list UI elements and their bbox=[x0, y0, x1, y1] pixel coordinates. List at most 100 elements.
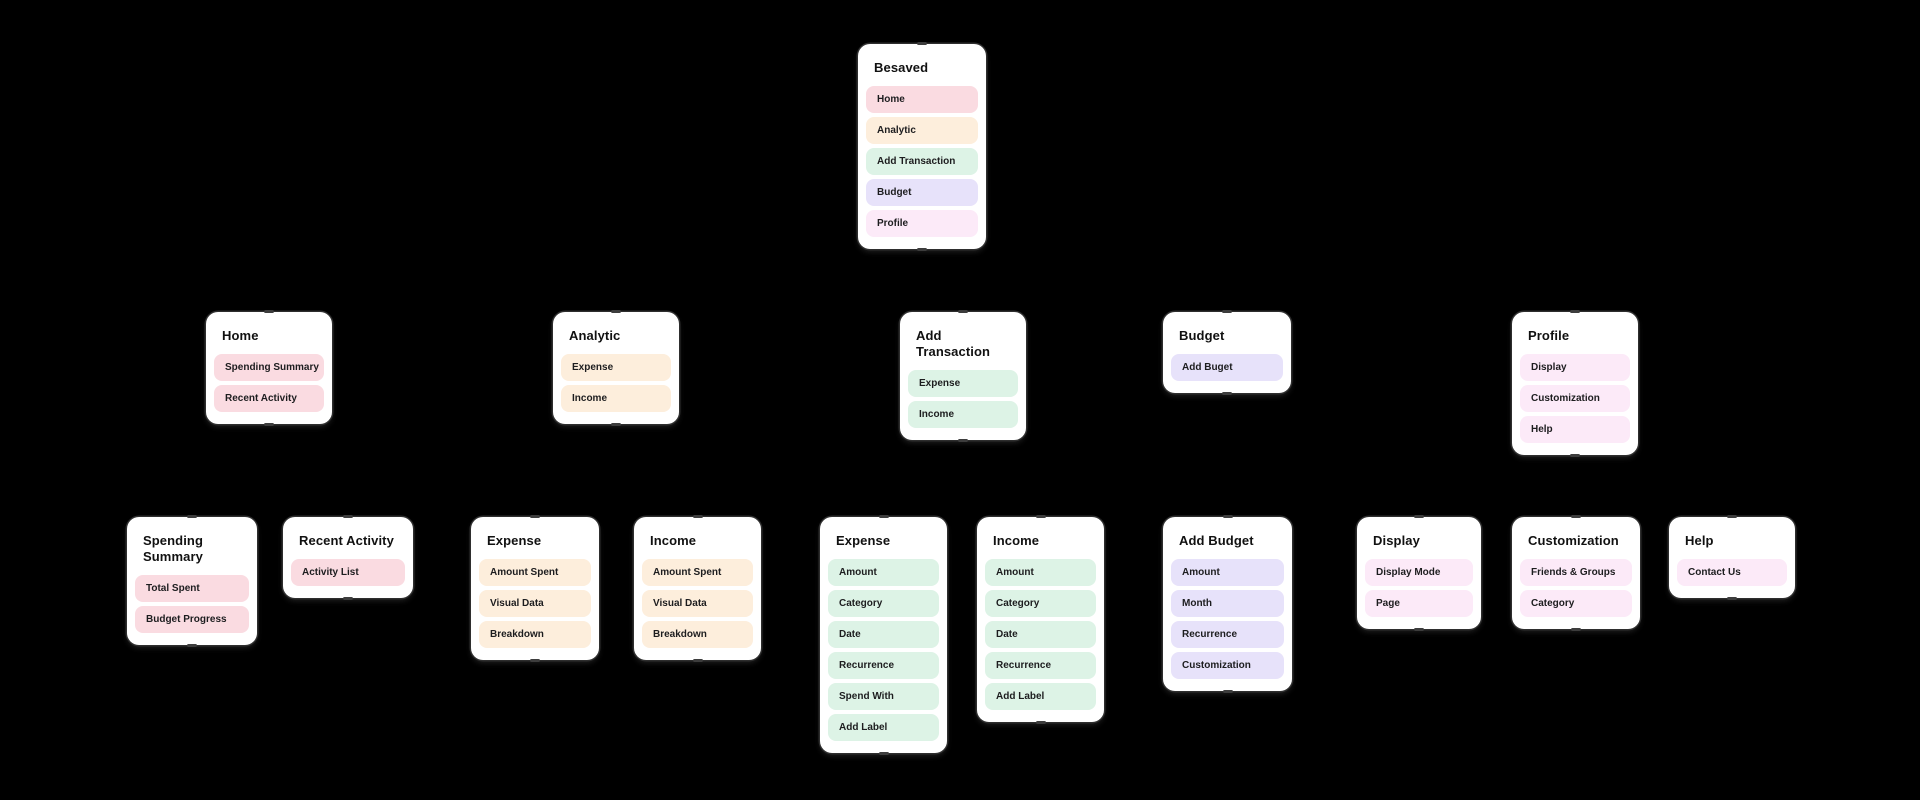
node-item[interactable]: Spending Summary bbox=[214, 354, 324, 381]
node-item[interactable]: Activity List bbox=[291, 559, 405, 586]
connection-handle-top[interactable] bbox=[958, 310, 968, 313]
node-item[interactable]: Date bbox=[828, 621, 939, 648]
node-title: Profile bbox=[1528, 328, 1570, 343]
node-item[interactable]: Month bbox=[1171, 590, 1284, 617]
node-item[interactable]: Page bbox=[1365, 590, 1473, 617]
node-item[interactable]: Customization bbox=[1171, 652, 1284, 679]
connection-handle-top[interactable] bbox=[530, 515, 540, 518]
node-title: Spending Summary bbox=[143, 533, 204, 564]
node-item[interactable]: Display bbox=[1520, 354, 1630, 381]
node-item[interactable]: Budget Progress bbox=[135, 606, 249, 633]
node-item[interactable]: Recurrence bbox=[828, 652, 939, 679]
connection-handle-top[interactable] bbox=[611, 310, 621, 313]
node-title: Expense bbox=[487, 533, 542, 548]
node-title: Add Transaction bbox=[916, 328, 991, 359]
node-item[interactable]: Category bbox=[828, 590, 939, 617]
node-item[interactable]: Amount Spent bbox=[642, 559, 753, 586]
connection-handle-bottom[interactable] bbox=[611, 423, 621, 426]
connection-handle-bottom[interactable] bbox=[1414, 628, 1424, 631]
connection-handle-top[interactable] bbox=[1414, 515, 1424, 518]
node-item[interactable]: Amount Spent bbox=[479, 559, 591, 586]
node-item[interactable]: Analytic bbox=[866, 117, 978, 144]
node-item[interactable]: Expense bbox=[561, 354, 671, 381]
connection-handle-top[interactable] bbox=[1571, 515, 1581, 518]
node-item[interactable]: Amount bbox=[828, 559, 939, 586]
node-title: Recent Activity bbox=[299, 533, 394, 548]
node-item[interactable]: Add Transaction bbox=[866, 148, 978, 175]
connection-handle-top[interactable] bbox=[1727, 515, 1737, 518]
node-item[interactable]: Visual Data bbox=[479, 590, 591, 617]
connection-handle-top[interactable] bbox=[1222, 515, 1233, 518]
node-item[interactable]: Category bbox=[985, 590, 1096, 617]
connection-handle-bottom[interactable] bbox=[1571, 628, 1581, 631]
node-title: Income bbox=[650, 533, 697, 548]
node-item[interactable]: Visual Data bbox=[642, 590, 753, 617]
connection-handle-bottom[interactable] bbox=[530, 659, 540, 662]
connection-handle-top[interactable] bbox=[343, 515, 353, 518]
connection-handle-top[interactable] bbox=[1222, 310, 1232, 313]
connection-handle-bottom[interactable] bbox=[958, 439, 968, 442]
node-item[interactable]: Category bbox=[1520, 590, 1632, 617]
node-item[interactable]: Income bbox=[908, 401, 1018, 428]
connection-handle-bottom[interactable] bbox=[264, 423, 274, 426]
connection-handle-top[interactable] bbox=[692, 515, 703, 518]
node-item[interactable]: Breakdown bbox=[479, 621, 591, 648]
node-item[interactable]: Budget bbox=[866, 179, 978, 206]
node-item[interactable]: Amount bbox=[985, 559, 1096, 586]
connection-handle-bottom[interactable] bbox=[343, 597, 353, 600]
node-item[interactable]: Recurrence bbox=[985, 652, 1096, 679]
connection-handle-bottom[interactable] bbox=[1222, 392, 1232, 395]
node-title: Display bbox=[1373, 533, 1420, 548]
node-item[interactable]: Spend With bbox=[828, 683, 939, 710]
connection-handle-bottom[interactable] bbox=[1727, 597, 1737, 600]
node-item[interactable]: Income bbox=[561, 385, 671, 412]
connection-handle-top[interactable] bbox=[187, 515, 197, 518]
connection-handle-bottom[interactable] bbox=[1035, 721, 1046, 724]
connection-handle-top[interactable] bbox=[1570, 310, 1580, 313]
connection-handle-bottom[interactable] bbox=[1570, 454, 1580, 457]
node-item[interactable]: Recurrence bbox=[1171, 621, 1284, 648]
connection-handle-bottom[interactable] bbox=[692, 659, 703, 662]
node-item[interactable]: Home bbox=[866, 86, 978, 113]
node-item[interactable]: Profile bbox=[866, 210, 978, 237]
connection-handle-bottom[interactable] bbox=[917, 248, 927, 251]
node-item[interactable]: Add Label bbox=[985, 683, 1096, 710]
node-item[interactable]: Add Buget bbox=[1171, 354, 1283, 381]
node-item[interactable]: Amount bbox=[1171, 559, 1284, 586]
connection-handle-bottom[interactable] bbox=[187, 644, 197, 647]
node-item[interactable]: Customization bbox=[1520, 385, 1630, 412]
connection-handle-top[interactable] bbox=[264, 310, 274, 313]
node-item[interactable]: Total Spent bbox=[135, 575, 249, 602]
node-item[interactable]: Breakdown bbox=[642, 621, 753, 648]
node-item[interactable]: Add Label bbox=[828, 714, 939, 741]
connection-handle-bottom[interactable] bbox=[1222, 690, 1233, 693]
node-item[interactable]: Friends & Groups bbox=[1520, 559, 1632, 586]
node-item[interactable]: Expense bbox=[908, 370, 1018, 397]
connection-handle-top[interactable] bbox=[1035, 515, 1046, 518]
connection-handle-top[interactable] bbox=[917, 42, 927, 45]
connection-handle-bottom[interactable] bbox=[878, 752, 889, 755]
node-item[interactable]: Contact Us bbox=[1677, 559, 1787, 586]
node-item[interactable]: Recent Activity bbox=[214, 385, 324, 412]
node-item[interactable]: Date bbox=[985, 621, 1096, 648]
connection-handle-top[interactable] bbox=[878, 515, 889, 518]
node-item[interactable]: Help bbox=[1520, 416, 1630, 443]
node-item[interactable]: Display Mode bbox=[1365, 559, 1473, 586]
